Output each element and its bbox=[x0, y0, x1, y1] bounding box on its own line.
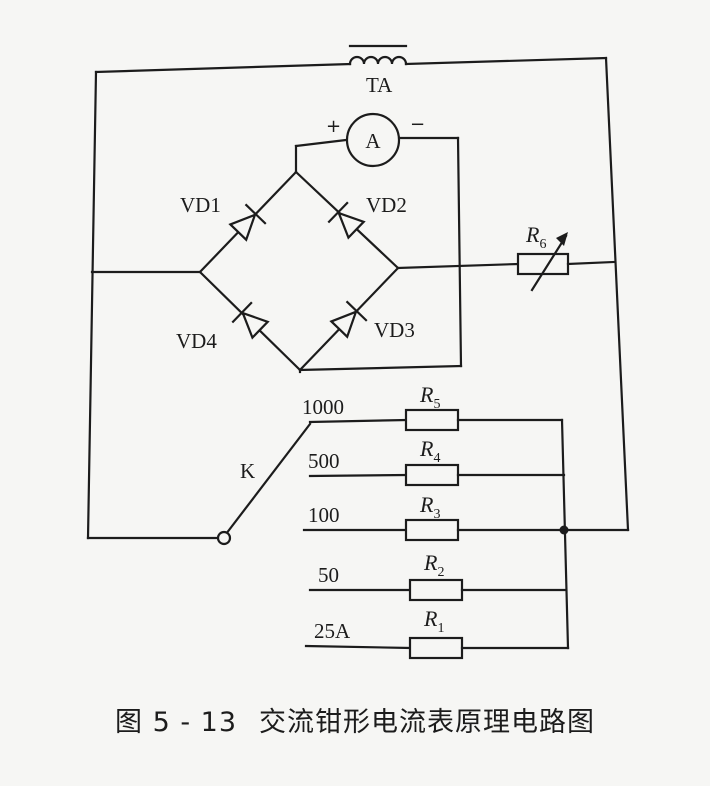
diode-vd2-triangle bbox=[336, 211, 366, 240]
resistor-r3 bbox=[404, 518, 460, 542]
r4-label: R4 bbox=[419, 436, 440, 466]
range-25a-label: 25A bbox=[314, 619, 351, 643]
resistor-r6-arrow bbox=[530, 234, 568, 292]
switch-k-pivot bbox=[216, 530, 232, 546]
diode-vd3-bar bbox=[345, 300, 368, 322]
range-50-label: 50 bbox=[318, 563, 339, 587]
transformer-ta bbox=[348, 44, 408, 66]
diode-vd1-bar bbox=[244, 203, 267, 225]
wire-r4-left bbox=[308, 473, 408, 478]
r6-label: R6 bbox=[525, 222, 546, 252]
figure-caption: 图 5 - 13 交流钳形电流表原理电路图 bbox=[0, 700, 710, 739]
wire-left-top bbox=[94, 62, 352, 74]
wire-right-rail bbox=[604, 56, 630, 532]
minus-sign: − bbox=[410, 114, 425, 135]
figure-number: 图 5 - 13 bbox=[114, 707, 238, 738]
wire-right-top bbox=[404, 56, 608, 66]
resistor-r1 bbox=[408, 636, 464, 660]
wire-bridge-right bbox=[396, 262, 520, 270]
r5-label: R5 bbox=[419, 382, 440, 412]
vd1-label: VD1 bbox=[180, 193, 221, 217]
ammeter-label: A bbox=[365, 129, 381, 153]
circuit-diagram: TA A + − VD1 VD2 VD4 VD3 bbox=[86, 44, 630, 660]
resistor-r6-arrowhead bbox=[556, 232, 568, 246]
diode-vd2-bar bbox=[327, 201, 349, 224]
wire-r6-right bbox=[566, 260, 616, 266]
diode-vd2 bbox=[327, 201, 366, 240]
wire-left-rail bbox=[86, 70, 98, 540]
diode-vd3-triangle bbox=[329, 309, 358, 339]
range-100-label: 100 bbox=[308, 503, 340, 527]
r3-label: R3 bbox=[419, 492, 440, 522]
r1-label: R1 bbox=[423, 606, 444, 636]
range-500-label: 500 bbox=[308, 449, 340, 473]
resistor-r2 bbox=[408, 578, 464, 602]
resistor-r5 bbox=[404, 408, 460, 432]
diode-vd4-triangle bbox=[240, 311, 270, 340]
wire-r1-left bbox=[304, 644, 412, 650]
vd3-label: VD3 bbox=[374, 318, 415, 342]
diode-vd4-bar bbox=[231, 301, 253, 324]
diode-vd4 bbox=[231, 301, 270, 340]
vd4-label: VD4 bbox=[176, 329, 217, 353]
ammeter: A bbox=[345, 112, 401, 168]
wire-bridge-bottom-return bbox=[298, 364, 463, 372]
range-1000-label: 1000 bbox=[302, 395, 344, 419]
transformer-label: TA bbox=[366, 73, 393, 97]
vd2-label: VD2 bbox=[366, 193, 407, 217]
wire-r5-left bbox=[308, 418, 408, 424]
ammeter-circle bbox=[345, 112, 401, 168]
r2-label: R2 bbox=[423, 550, 444, 580]
switch-k-label: K bbox=[240, 459, 255, 483]
plus-sign: + bbox=[326, 116, 341, 137]
diode-vd3 bbox=[329, 300, 368, 339]
diode-vd1-triangle bbox=[228, 212, 257, 242]
switch-k-blade bbox=[224, 422, 312, 536]
figure-title: 交流钳形电流表原理电路图 bbox=[259, 707, 596, 738]
wire-ammeter-in bbox=[294, 138, 348, 148]
transformer-coil bbox=[348, 55, 408, 66]
diode-vd1 bbox=[228, 203, 267, 242]
resistor-r4 bbox=[404, 463, 460, 487]
wire-bridge-return bbox=[456, 136, 463, 368]
wire-shunt-bus bbox=[560, 418, 570, 650]
